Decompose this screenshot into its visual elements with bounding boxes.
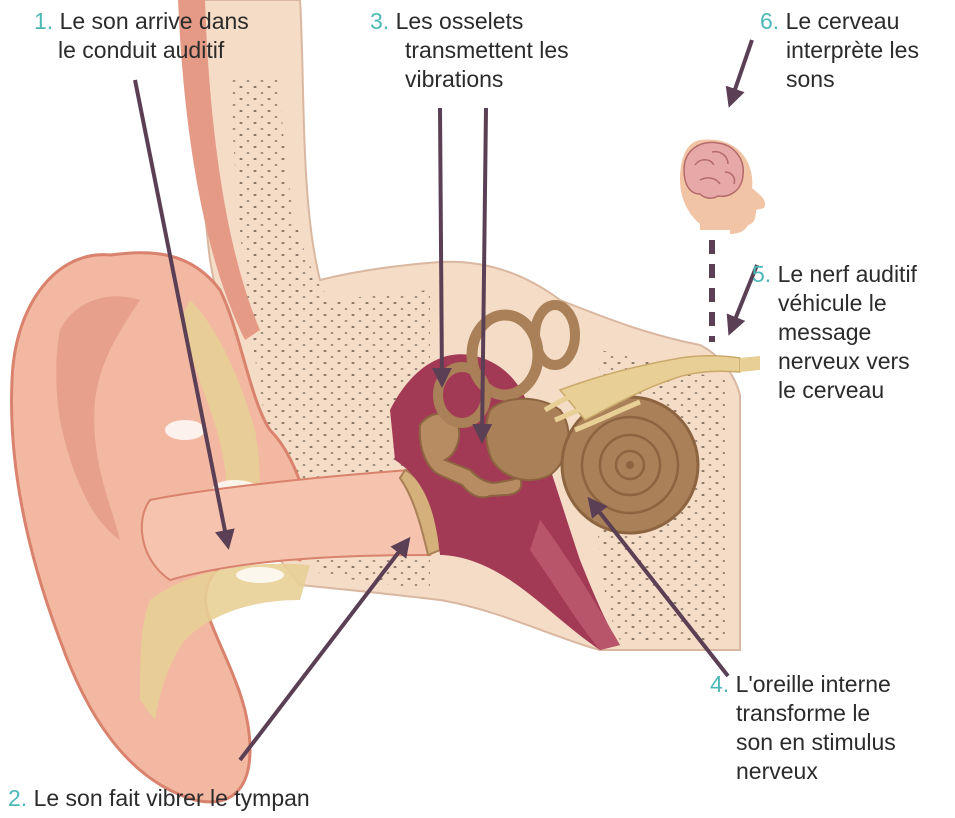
head-brain-icon: [680, 139, 765, 234]
vestibule: [486, 399, 569, 480]
label-4: 4. L'oreille interne transforme le son e…: [710, 670, 896, 786]
cartilage-highlight: [165, 420, 205, 440]
arrow-3a: [440, 108, 442, 384]
label-6: 6. Le cerveau interprète les sons: [760, 7, 919, 94]
label-2: 2. Le son fait vibrer le tympan: [8, 784, 310, 813]
label-1: 1. Le son arrive dans le conduit auditif: [34, 7, 249, 65]
cartilage-highlight: [236, 567, 284, 583]
label-5: 5. Le nerf auditif véhicule le message n…: [752, 260, 917, 405]
label-3: 3. Les osselets transmettent les vibrati…: [370, 7, 569, 94]
arrow-6: [730, 40, 752, 104]
